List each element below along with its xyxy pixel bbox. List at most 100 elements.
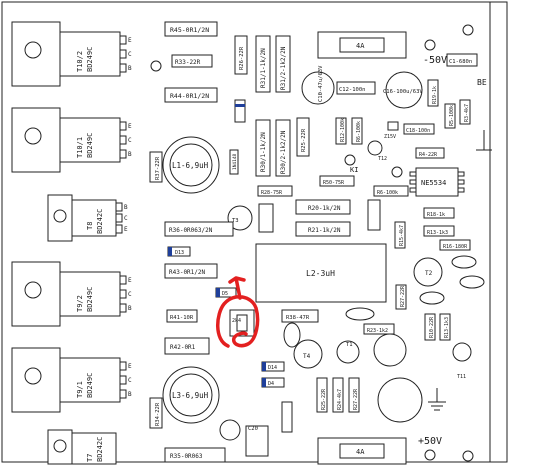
svg-text:D14: D14: [268, 365, 277, 371]
resistor-r41: R41-10R: [166, 309, 198, 323]
svg-text:R21-1k/2N: R21-1k/2N: [308, 227, 341, 234]
capacitor-c7: [419, 291, 445, 305]
svg-text:R24-4k7: R24-4k7: [337, 389, 343, 410]
resistor-r24: R24-4k7: [332, 377, 344, 413]
transistor-t12: T12: [367, 140, 387, 162]
transistor-part: BD249C: [86, 47, 94, 72]
capacitor-c20: C20: [245, 425, 269, 457]
transistor-t7: T7 BD242C: [47, 429, 117, 465]
resistor-r15: R15-4k7: [394, 221, 406, 249]
capacitor-c1: C1-680n: [446, 53, 478, 67]
pin-e: E: [128, 123, 132, 130]
transistor-t9-1: T9/1 BD249C E C B: [11, 347, 132, 413]
capacitor-c16: C16-100u/63V: [383, 71, 423, 109]
diode-d13: D13: [167, 246, 191, 257]
diode-d14: D14: [261, 361, 285, 372]
svg-text:T4: T4: [303, 353, 311, 360]
pin-b: B: [128, 305, 132, 312]
resistor-r31-1: R31/1-1k/2N: [255, 35, 271, 93]
pin-c: C: [128, 291, 132, 298]
transistor-part: BD249C: [86, 287, 94, 312]
fuse-pos: 4A: [317, 437, 407, 465]
svg-text:2k4: 2k4: [232, 318, 241, 324]
svg-text:R13-1k3: R13-1k3: [427, 230, 448, 236]
pin-c: C: [128, 51, 132, 58]
resistor-r34: R34-22R: [149, 397, 163, 429]
rail-pos-label: +50V: [418, 436, 442, 447]
svg-text:L2-3uH: L2-3uH: [306, 269, 335, 278]
pin-b: B: [128, 65, 132, 72]
transistor-part: BD249C: [86, 373, 94, 398]
pin-e: E: [128, 277, 132, 284]
svg-text:R16-180R: R16-180R: [443, 244, 468, 250]
svg-text:R30/2-1k2/2N: R30/2-1k2/2N: [280, 130, 287, 174]
svg-text:R5-100k: R5-100k: [449, 105, 455, 126]
resistor-r10: R10-22R: [424, 313, 436, 341]
svg-text:T2: T2: [425, 270, 433, 277]
resistor-r44: R44-0R1/2N: [164, 87, 218, 103]
resistor-r12: R12-100k: [335, 117, 347, 145]
svg-text:C10-47u/63V: C10-47u/63V: [318, 65, 324, 102]
svg-text:4A: 4A: [356, 448, 365, 456]
svg-text:T11: T11: [457, 374, 466, 380]
svg-text:R36-0R063/2N: R36-0R063/2N: [169, 227, 213, 234]
transistor-t11: T11: [452, 342, 472, 380]
resistor-r6-vert: R6-100k: [351, 117, 363, 145]
resistor-r23: R23-1k2: [363, 323, 395, 335]
pin-e: E: [124, 226, 128, 233]
resistor-r26-vert: R26-22R: [234, 35, 248, 75]
svg-text:C16-100u/63V: C16-100u/63V: [383, 89, 423, 95]
svg-text:R27-22R: R27-22R: [400, 285, 406, 307]
svg-text:R19-1k: R19-1k: [432, 86, 438, 104]
resistor-r20: R20-1k/2N: [295, 199, 351, 215]
capacitor-c17: [459, 275, 485, 289]
resistor-r25b: R25-22R: [316, 377, 328, 413]
svg-text:D13: D13: [175, 250, 184, 256]
svg-text:R25-22R: R25-22R: [301, 128, 307, 152]
rail-neg-pad: [424, 39, 436, 51]
resistor-r36: R36-0R063/2N: [164, 221, 234, 237]
resistor-r50: R50-75R: [319, 175, 355, 187]
svg-text:R20-1k/2N: R20-1k/2N: [308, 205, 341, 212]
capacitor-c18: C18-100n: [403, 123, 435, 135]
transistor-t10-2: T10/2 BD249C E C B: [11, 21, 132, 87]
transistor-part: BD242C: [96, 437, 104, 462]
svg-text:R6-100k: R6-100k: [356, 121, 362, 142]
board-outline: [1, 1, 508, 463]
svg-text:R3-4k7: R3-4k7: [464, 104, 470, 122]
resistor-r18: R18-1k: [423, 207, 455, 219]
transistor-ref: T7: [86, 454, 94, 462]
resistor-r27: R27-22R: [395, 284, 407, 310]
capacitor-c11: [283, 322, 301, 348]
transistor-ref: T9/1: [76, 381, 84, 398]
svg-text:R50-75R: R50-75R: [323, 180, 345, 186]
pin-e: E: [128, 37, 132, 44]
resistor-r25: R25-22R: [296, 117, 310, 157]
svg-text:C1-680n: C1-680n: [449, 59, 472, 65]
diode-d5: D5: [215, 287, 237, 298]
capacitor-c12: C12-100n: [336, 81, 376, 95]
transistor-t2: T2: [413, 257, 443, 287]
capacitor-c5: [373, 333, 407, 367]
transistor-bottom-small: [219, 419, 241, 441]
svg-text:NE5534: NE5534: [421, 179, 446, 187]
transistor-t1: T1: [336, 340, 360, 364]
resistor-r30-2: R30/2-1k2/2N: [275, 119, 291, 177]
svg-text:D5: D5: [222, 291, 228, 297]
resistor-r28: R28-75R: [257, 185, 293, 197]
be-label: BE: [477, 78, 487, 87]
capacitor-c9: [367, 199, 381, 231]
resistor-r26-bottom: [281, 401, 293, 433]
svg-text:R18-1k: R18-1k: [427, 212, 445, 218]
svg-text:R27-22R: R27-22R: [353, 388, 359, 410]
ground-marker: [476, 130, 492, 151]
capacitor-c10: C10-47u/63V: [301, 65, 335, 105]
svg-text:4A: 4A: [356, 42, 365, 50]
resistor-r6: R6-100k: [373, 185, 409, 197]
ki-label: KI: [350, 166, 358, 174]
svg-text:C20: C20: [248, 426, 258, 432]
pin-e: E: [128, 363, 132, 370]
svg-text:R12-100k: R12-100k: [340, 118, 346, 142]
svg-text:1N4148: 1N4148: [232, 153, 238, 170]
